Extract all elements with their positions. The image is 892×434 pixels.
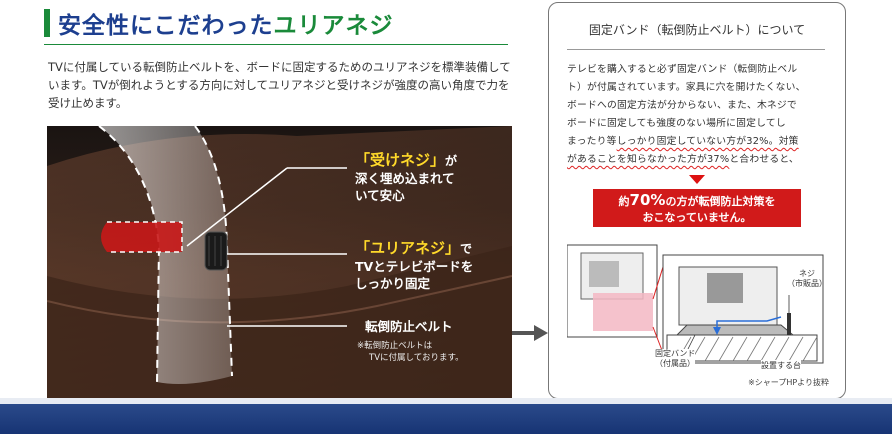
panel-line: まったり等しっかり固定していない方が32%。対策: [567, 133, 829, 151]
band-label-line2: （付属品）: [655, 359, 695, 368]
panel-divider: [567, 49, 825, 50]
panel-line: テレビを購入すると必ず固定バンド（転倒防止ベル: [567, 64, 798, 75]
heading-text-main: 安全性にこだわった: [58, 13, 274, 39]
callout-receiving-screw-suffix: が: [445, 154, 458, 168]
product-photo: 「受けネジ」が 深く埋め込まれて いて安心 「ユリアネジ」で TVとテレビボード…: [47, 126, 512, 399]
statistic-callout: 約70%の方が転倒防止対策を おこなっていません。: [593, 189, 801, 227]
callout-belt-title: 転倒防止ベルト: [365, 319, 453, 334]
callout-receiving-screw-line2: 深く埋め込まれて: [355, 171, 455, 186]
panel-line-part: と合わせると、: [729, 154, 799, 165]
belt-note-line2: TVに付属しております。: [369, 353, 464, 363]
panel-title: 固定バンド（転倒防止ベルト）について: [588, 23, 806, 37]
panel-line-part: まったり等: [567, 136, 617, 147]
info-panel: 固定バンド（転倒防止ベルト）について テレビを購入すると必ず固定バンド（転倒防止…: [548, 2, 846, 399]
base-label: 設置する台: [761, 360, 801, 371]
screw-label: ネジ （市販品）: [787, 269, 827, 289]
source-citation: ※シャープHPより抜粋: [748, 378, 829, 387]
heading-text-product: ユリアネジ: [273, 13, 394, 39]
panel-line: ボードへの固定方法が分からない、また、木ネジで: [567, 100, 797, 111]
belt-note-line1: ※転倒防止ベルトは: [357, 341, 433, 351]
panel-line: ト）が付属されています。家具に穴を開けたくない、: [567, 82, 806, 93]
heading-divider: [44, 44, 508, 45]
panel-body: テレビを購入すると必ず固定バンド（転倒防止ベル ト）が付属されています。家具に穴…: [567, 61, 829, 169]
callout-receiving-screw: 「受けネジ」が 深く埋め込まれて いて安心: [355, 152, 457, 204]
down-arrow-icon: [689, 175, 705, 184]
arrow-right-icon: [512, 325, 548, 341]
statistic-percentage: 70%: [629, 191, 666, 209]
panel-line: があることを知らなかった方が37%と合わせると、: [567, 151, 829, 169]
screw-label-line2: （市販品）: [787, 279, 827, 288]
panel-line-emphasis: 対策: [778, 136, 799, 147]
panel-line-emphasis: があることを知らなかった方が37%: [567, 154, 730, 165]
callout-receiving-screw-line3: いて安心: [355, 188, 405, 203]
panel-line: ボードに固定しても強度のない場所に固定してし: [567, 118, 786, 129]
fixing-diagram: [567, 244, 824, 364]
callout-yuria-screw-line3: しっかり固定: [355, 276, 431, 291]
section-heading: 安全性にこだわった ユリアネジ: [44, 8, 394, 39]
band-label: 固定バンド （付属品）: [655, 349, 696, 369]
heading-accent-bar: [44, 9, 50, 37]
statistic-pre: 約: [618, 195, 630, 208]
intro-paragraph: TVに付属している転倒防止ベルトを、ボードに固定するためのユリアネジを標準装備し…: [48, 60, 511, 110]
callout-belt: 転倒防止ベルト: [365, 318, 453, 335]
callout-yuria-screw-line2: TVとテレビボードを: [355, 259, 474, 274]
band-label-line1: 固定バンド: [655, 349, 696, 358]
footer-band: [0, 404, 892, 434]
screw-label-line1: ネジ: [799, 269, 815, 278]
statistic-mid: の方が転倒防止対策を: [665, 195, 776, 208]
callout-yuria-screw-suffix: で: [460, 242, 473, 256]
footer-shadow: [0, 398, 892, 406]
callout-receiving-screw-title: 「受けネジ」: [355, 151, 446, 169]
panel-line-emphasis: しっかり固定していない方が32%。: [616, 136, 779, 147]
callout-yuria-screw: 「ユリアネジ」で TVとテレビボードを しっかり固定: [355, 240, 473, 292]
belt-note: ※転倒防止ベルトは TVに付属しております。: [357, 340, 464, 364]
photo-illustration: [47, 126, 512, 399]
statistic-line2: おこなっていません。: [642, 211, 752, 224]
callout-yuria-screw-title: 「ユリアネジ」: [355, 239, 461, 257]
